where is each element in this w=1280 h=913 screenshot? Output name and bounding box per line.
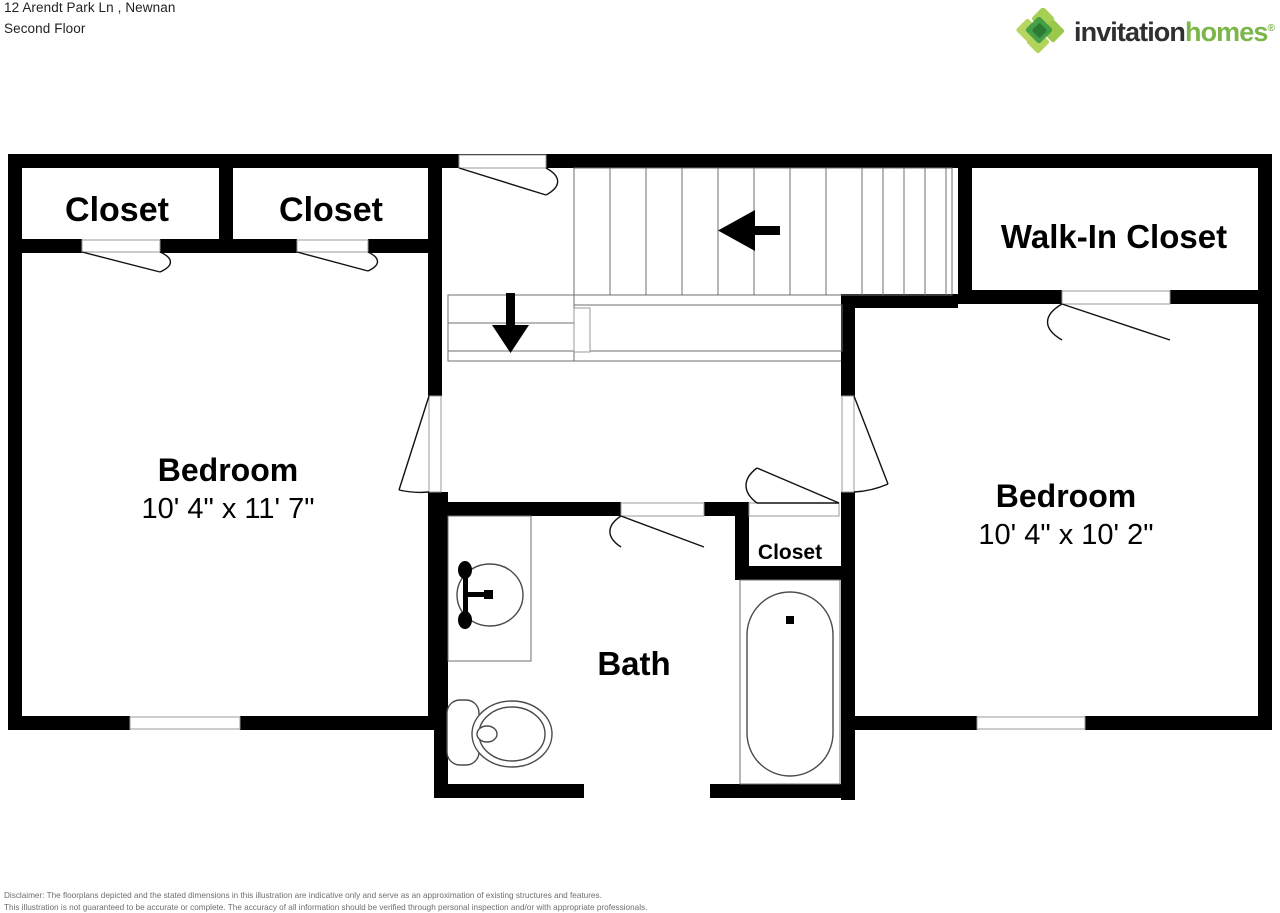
door-bath [609,502,705,548]
bathtub-icon [739,579,841,785]
door-bedroom-right [841,395,889,493]
toilet-icon [446,699,553,768]
green-diamond-cluster-icon [1016,8,1064,54]
door-bath-closet [745,467,840,517]
room-labels: Closet Closet Walk-In Closet Bedroom 10'… [65,191,1227,682]
label-bedroom-left: Bedroom [158,452,298,488]
staircase [573,167,953,296]
label-bath: Bath [597,645,670,682]
logo-trademark: ® [1267,22,1275,34]
floor-label: Second Floor [4,21,86,36]
vanity-counter [447,515,532,662]
dims-bedroom-right: 10' 4" x 10' 2" [978,519,1153,551]
label-closet-right: Closet [279,191,383,229]
window-bedroom-right [976,716,1086,730]
logo-word-invitation: invitation [1074,16,1186,47]
door-hall-top [458,154,559,196]
label-bath-closet: Closet [758,541,822,564]
doors [81,154,1171,548]
arrow-down-icon [492,293,529,353]
disclaimer: Disclaimer: The floorplans depicted and … [4,890,904,913]
upper-hall [447,293,843,362]
label-closet-left: Closet [65,191,169,229]
window-bedroom-left [129,716,241,730]
logo-word-homes: homes [1185,16,1268,47]
door-closet-left [81,239,172,273]
property-address: 12 Arendt Park Ln , Newnan [4,0,176,15]
door-closet-right [296,239,379,272]
windows [129,716,1086,730]
invitation-homes-logo: invitationhomes® [1016,8,1275,56]
bath-fixtures [446,515,841,785]
label-bedroom-right: Bedroom [996,478,1136,514]
disclaimer-line-2: This illustration is not guaranteed to b… [4,902,648,912]
door-bedroom-left [398,395,442,494]
arrow-left-icon [718,210,780,251]
logo-wordmark: invitationhomes® [1074,16,1275,47]
label-walk-in-closet: Walk-In Closet [1001,218,1227,255]
dims-bedroom-left: 10' 4" x 11' 7" [141,493,314,525]
disclaimer-line-1: Disclaimer: The floorplans depicted and … [4,891,602,900]
door-walk-in-closet [1046,290,1171,341]
